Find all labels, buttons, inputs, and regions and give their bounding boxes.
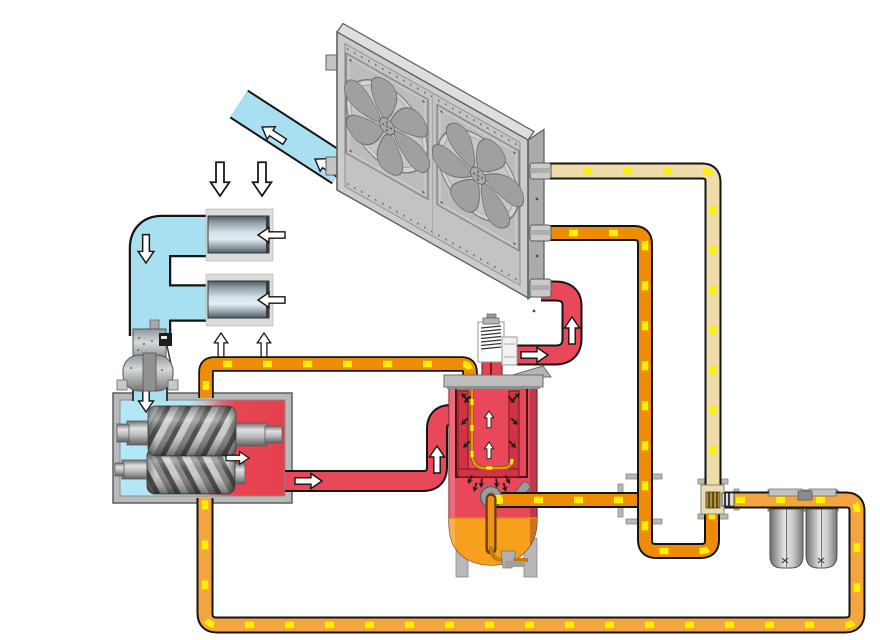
mpv-spring [480,325,502,350]
cooler-mount-tab-lower [325,156,339,176]
hot-oil-pipe [549,225,720,559]
screw-rotor-upper [116,405,283,457]
cooler-fan-left [343,76,431,176]
air-to-cooler-pipe [513,280,583,366]
scavenge-line [198,356,478,398]
cooler-port-top [529,162,552,180]
inlet-valve-air-filter [116,319,179,392]
flow-arrow-ambient-up-2 [256,332,272,358]
cooler-side-face [527,128,545,301]
cooled-air-pipe [549,162,722,486]
flow-arrow-ambient-down-2 [251,161,273,197]
screw-airend [112,384,293,504]
oil-return-loop [196,491,866,634]
cooler-mount-tab-upper [325,54,339,71]
cooler-unit [325,22,545,313]
cooler-port-bottom [529,278,552,298]
cooling-exhaust-duct [229,89,351,185]
oil-pickup-tube [485,493,528,569]
flow-arrow-ambient-up-1 [213,332,229,358]
inlet-solenoid [159,333,172,346]
cooler-fan-right [431,122,525,229]
vessel-lid [443,365,552,389]
cooler-port-mid [529,224,552,242]
flow-arrow-ambient-down-1 [209,161,231,197]
scavenge-pickup-internal [470,389,514,470]
thermostatic-mixing-valve [700,484,735,515]
minimum-pressure-valve [477,313,518,366]
discharge-pipe [285,404,462,492]
